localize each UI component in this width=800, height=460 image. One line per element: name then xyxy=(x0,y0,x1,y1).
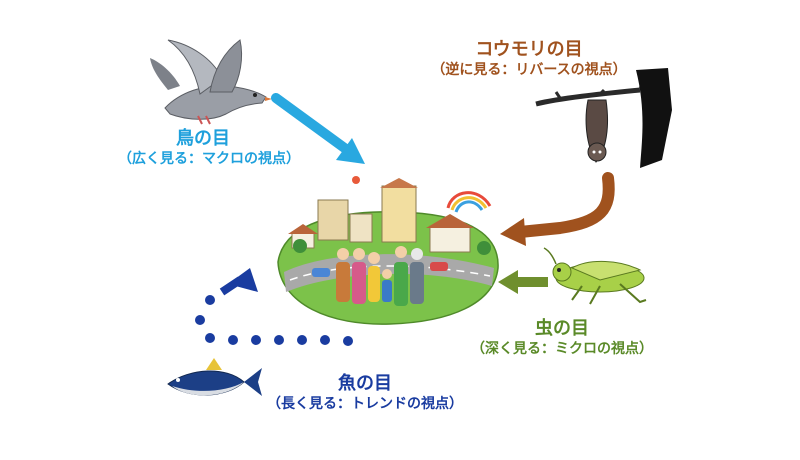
fish-eye-subtitle: （長く見る：トレンドの視点） xyxy=(267,395,463,412)
grasshopper-icon xyxy=(543,247,647,305)
bug-eye-label: 虫の目 （深く見る：ミクロの視点） xyxy=(462,318,662,358)
bat-arrow xyxy=(500,172,615,246)
fish-eye-title: 魚の目 xyxy=(338,373,392,394)
bat-eye-subtitle: （逆に見る：リバースの視点） xyxy=(431,61,627,78)
bug-eye-subtitle: （深く見る：ミクロの視点） xyxy=(471,340,653,357)
bat-eye-label: コウモリの目 （逆に見る：リバースの視点） xyxy=(404,39,654,79)
bird-eye-title: 鳥の目 xyxy=(176,128,230,149)
bird-eye-label: 鳥の目 （広く見る：マクロの視点） xyxy=(118,128,300,168)
tuna-icon xyxy=(167,358,262,396)
town-illustration xyxy=(277,176,499,325)
fish-eye-label: 魚の目 （長く見る：トレンドの視点） xyxy=(230,373,500,413)
bat-icon xyxy=(535,68,672,168)
bird-arrow xyxy=(271,93,365,164)
bat-eye-title: コウモリの目 xyxy=(475,39,583,60)
fish-dotted-arrow xyxy=(195,268,353,346)
bug-arrow xyxy=(498,270,548,294)
pigeon-icon xyxy=(150,39,272,125)
family-figures xyxy=(336,246,424,306)
bug-eye-title: 虫の目 xyxy=(535,318,589,339)
bird-eye-subtitle: （広く見る：マクロの視点） xyxy=(118,150,300,167)
